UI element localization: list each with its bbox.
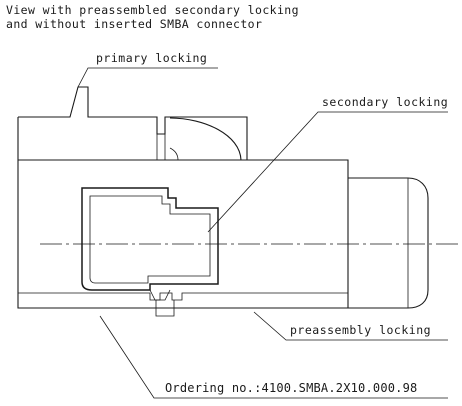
connector-housing [17,86,429,317]
leader-lines [77,67,448,399]
secondary-lock-inner [89,195,211,284]
caption-line-1: View with preassembled secondary locking [6,3,299,17]
secondary-lock-foot [149,289,171,301]
label-secondary-locking: secondary locking [322,95,449,109]
leader-primary-locking [77,67,218,88]
housing-main-body [18,159,349,308]
label-primary-locking: primary locking [96,51,208,65]
secondary-lock-outer [81,187,219,291]
housing-left-bottom [17,117,348,309]
label-ordering-number: Ordering no.:4100.SMBA.2X10.000.98 [165,381,418,395]
preassembly-tab [155,300,175,317]
caption-line-2: and without inserted SMBA connector [6,17,263,31]
primary-lock-arc-small [169,147,179,161]
housing-bottom-ledge [18,292,348,301]
leader-preassembly-locking [253,311,448,341]
leader-ordering-number [99,315,448,399]
primary-lock-arc [169,117,242,161]
leader-secondary-locking [207,111,448,233]
connector-nose [348,177,429,309]
secondary-locking-element [81,187,219,301]
label-preassembly-locking: preassembly locking [290,323,432,337]
housing-top-edge [18,86,248,160]
